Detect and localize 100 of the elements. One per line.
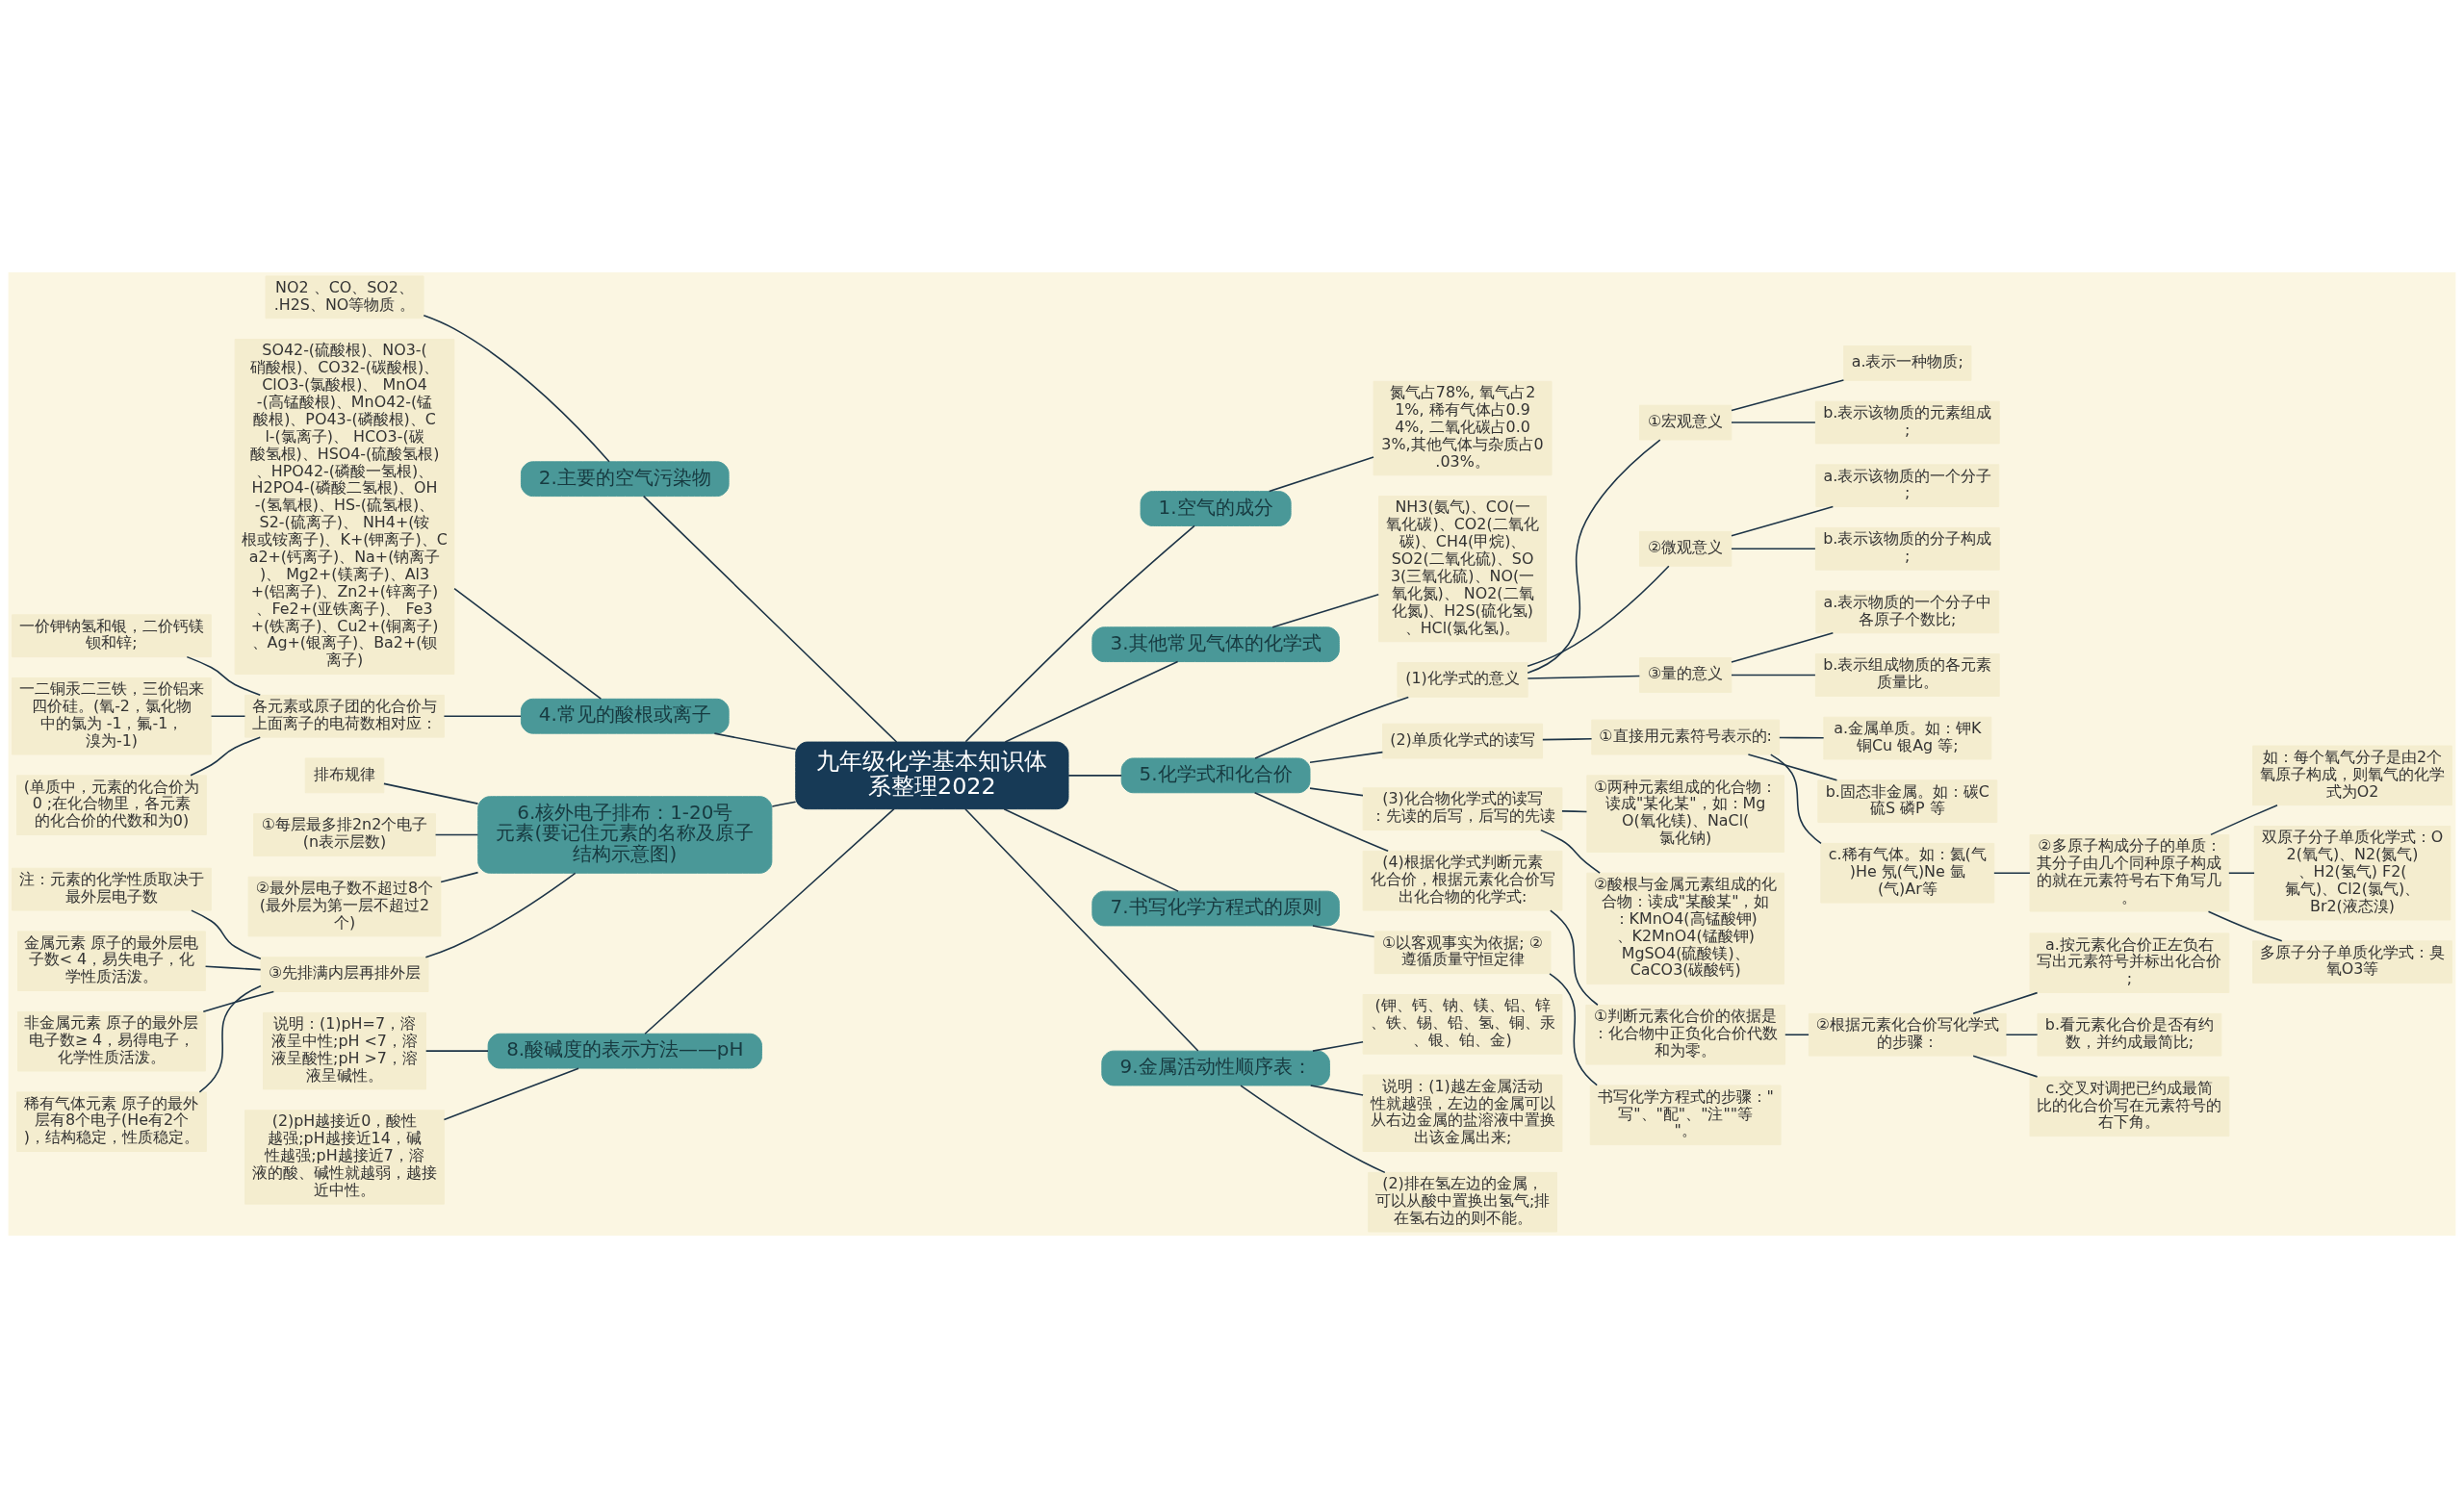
connector — [771, 800, 797, 807]
connector — [453, 587, 603, 700]
connector — [1527, 564, 1670, 667]
connector — [1549, 972, 1598, 1086]
connector — [964, 807, 1199, 1052]
connector — [1268, 455, 1374, 492]
node-box: (单质中，元素的化合价为0 ;在化合物里，各元素的化合价的代数和为0) — [16, 774, 207, 835]
connector — [186, 655, 262, 696]
connector — [1240, 1084, 1386, 1173]
node-box: a.金属单质。如：钾K 铜Cu 银Ag 等; — [1823, 716, 1992, 759]
node-box: 9.金属活动性顺序表： — [1101, 1050, 1330, 1086]
node-box: a.表示该物质的一个分子; — [1815, 463, 2000, 507]
node-box: ①直接用元素符号表示的: — [1591, 719, 1781, 754]
connector — [434, 833, 479, 835]
node-box: (2)pH越接近0，酸性越强;pH越接近14，碱性越强;pH越接近7，溶液的酸、碱性就越弱，越接近中性。 — [244, 1109, 445, 1205]
node-box: 各元素或原子团的化合价与上面离子的电荷数相对应： — [244, 694, 445, 738]
node-box: ①宏观意义 — [1638, 404, 1732, 440]
connector — [383, 782, 479, 805]
node-box: NH3(氨气)、CO(一氧化碳)、CO2(二氧化碳)、CH4(甲烷)、 SO2(二氧化硫)、SO3(三氧化硫)、NO(一氧化氮)、 NO2(二氧化氮)、H2S(硫化氢)、HCl(氯化氢)。 — [1378, 495, 1548, 642]
connector — [1312, 1040, 1364, 1052]
node-box: b.固态非金属。如：碳C 硫S 磷P 等 — [1817, 779, 1998, 823]
connector — [1067, 774, 1122, 777]
connector — [424, 872, 577, 958]
connector — [202, 990, 275, 1012]
connector — [2207, 909, 2283, 942]
node-box: 2.主要的空气污染物 — [520, 460, 730, 497]
node-box: b.表示该物质的分子构成; — [1814, 526, 2000, 571]
node-box: a.按元素化合价正左负右写出元素符号并标出化合价; — [2029, 932, 2230, 993]
connector — [2210, 804, 2278, 835]
node-box: ②多原子构成分子的单质：其分子由几个同种原子构成的就在元素符号右下角写几。 — [2029, 833, 2230, 911]
connector — [1550, 908, 1599, 1006]
node-box: ③量的意义 — [1638, 656, 1732, 693]
connector — [424, 1049, 489, 1052]
node-box: (3)化合物化学式的读写：先读的后写，后写的先读 — [1362, 786, 1563, 830]
node-box: NO2 、CO、SO2、.H2S、NO等物质 。 — [265, 275, 424, 319]
node-box: ②最外层电子数不超过8个(最外层为第一层不超过2个) — [247, 876, 442, 936]
node-box: 说明：(1)越左金属活动性就越强，左边的金属可以从右边金属的盐溶液中置换出该金属出来; — [1362, 1074, 1563, 1152]
node-box: 排布规律 — [304, 756, 385, 793]
node-box: 多原子分子单质化学式：臭氧O3等 — [2252, 939, 2452, 983]
node-box: a.表示一种物质; — [1843, 345, 1972, 381]
connector — [204, 965, 262, 970]
connector — [1527, 675, 1641, 679]
connector — [1731, 378, 1845, 411]
node-box: ①判断元素化合价的依据是：化合物中正负化合价代数和为零。 — [1585, 1004, 1786, 1065]
connector — [1972, 991, 2039, 1014]
connector — [1769, 753, 1822, 844]
node-box: 3.其他常见气体的化学式 — [1091, 626, 1340, 662]
node-box: ①每层最多排2n2个电子(n表示层数) — [253, 812, 436, 856]
node-box: 一二铜汞二三铁，三价铝来四价硅。(氧-2，氯化物中的氯为 -1，氟-1，溴为-1) — [12, 677, 212, 754]
connector — [1731, 505, 1835, 537]
connector — [1731, 674, 1816, 676]
node-box: c.交叉对调把已约成最简比的化合价写在元素符号的右下角。 — [2029, 1076, 2230, 1137]
node-box: 6.核外电子排布：1-20号元素(要记住元素的名称及原子结构示意图) — [477, 795, 773, 874]
connector — [443, 714, 522, 717]
node-box: 7.书写化学方程式的原则 — [1091, 890, 1340, 926]
node-box: SO42-(硫酸根)、NO3-(硝酸根)、CO32-(碳酸根)、ClO3-(氯酸根)、 MnO4-(高锰酸根)、MnO42-(锰酸根)、PO43-(磷酸根)、Cl-(氯离子)、 HCO3-(碳酸氢根)、HSO4-(硫酸氢根)、HPO42-(磷酸一氢根)、 H2PO4-(磷酸二氢根)、OH-(氢氧根)、HS-(硫氢根)、S2-(硫离子)、 NH4+(铵根或铵离子)、K+(钾离子)、Ca2+(钙离子)、Na+(钠离子)、 Mg2+(镁离子)、Al3+(铝离子)、Zn2+(锌离子)、Fe2+(亚铁离子)、 Fe3+(铁离子)、Cu2+(铜离子)、Ag+(银离子)、Ba2+(钡离子) — [234, 338, 455, 675]
connector — [1747, 753, 1838, 781]
connector — [644, 807, 895, 1034]
connector — [1993, 871, 2031, 874]
node-box: 说明：(1)pH=7，溶液呈中性;pH <7，溶液呈酸性;pH >7，溶液呈碱性。 — [263, 1011, 426, 1089]
node-box: 金属元素 原子的最外层电子数< 4，易失电子，化学性质活泼。 — [17, 930, 206, 991]
node-box: (1)化学式的意义 — [1397, 661, 1528, 698]
connector — [1004, 660, 1179, 743]
connector — [2228, 871, 2255, 874]
node-box: b.表示组成物质的各元素质量比。 — [1814, 652, 2000, 697]
connector — [1540, 829, 1601, 874]
connector — [1542, 737, 1593, 740]
node-box: 氮气占78%, 氧气占21%, 稀有气体占0.94%, 二氧化碳占0.03%,其他气体与杂质占0.03%。 — [1373, 380, 1553, 475]
connector — [1271, 593, 1380, 628]
node-box: ①以客观事实为依据; ②遵循质量守恒定律 — [1373, 930, 1552, 974]
node-box: (2)排在氢左边的金属，可以从酸中置换出氢气;排在氢右边的则不能。 — [1368, 1171, 1557, 1232]
node-box: 8.酸碱度的表示方法——pH — [487, 1033, 762, 1069]
node-box: 4.常见的酸根或离子 — [520, 698, 730, 734]
connector — [1779, 736, 1825, 738]
connector — [1784, 1033, 1810, 1035]
connector — [190, 735, 262, 777]
connector — [1731, 548, 1816, 549]
connector — [642, 495, 898, 743]
connector — [198, 984, 262, 1093]
node-box: b.表示该物质的元素组成; — [1814, 400, 2000, 444]
node-box: 非金属元素 原子的最外层电子数≥ 4，易得电子，化学性质活泼。 — [17, 1010, 206, 1071]
connector — [1972, 1054, 2039, 1078]
node-box: (2)单质化学式的读写 — [1382, 723, 1544, 758]
node-box: ②酸根与金属元素组成的化合物：读成"某酸某"，如：KMnO4(高锰酸钾)、K2MnO4(锰酸钾) MgSO4(硫酸镁)、CaCO3(碳酸钙) — [1586, 872, 1785, 984]
connector — [713, 731, 797, 750]
connector — [1731, 631, 1835, 663]
connector — [1309, 751, 1384, 763]
node-box: ③先排满内层再排外层 — [260, 956, 429, 992]
node-box: 一价钾钠氢和银，二价钙镁钡和锌; — [12, 613, 212, 657]
connector — [1309, 1084, 1364, 1096]
node-box: 如：每个氧气分子是由2个氧原子构成，则氧气的化学式为O2 — [2252, 745, 2452, 805]
connector — [443, 1066, 579, 1120]
connector — [2005, 1033, 2039, 1035]
node-box: b.看元素化合价是否有约数，并约成最简比; — [2037, 1012, 2222, 1057]
node-box: (4)根据化学式判断元素化合价，根据元素化合价写出化合物的化学式: — [1362, 850, 1563, 911]
connector — [210, 714, 246, 717]
node-box: ②微观意义 — [1638, 530, 1732, 567]
node-box: (钾、钙、钠、镁、铝、锌、铁、锡、铅、氢、铜、汞、银、铂、金) — [1362, 993, 1563, 1055]
node-box: 1.空气的成分 — [1140, 490, 1292, 526]
node-box: 九年级化学基本知识体系整理2022 — [795, 741, 1069, 809]
